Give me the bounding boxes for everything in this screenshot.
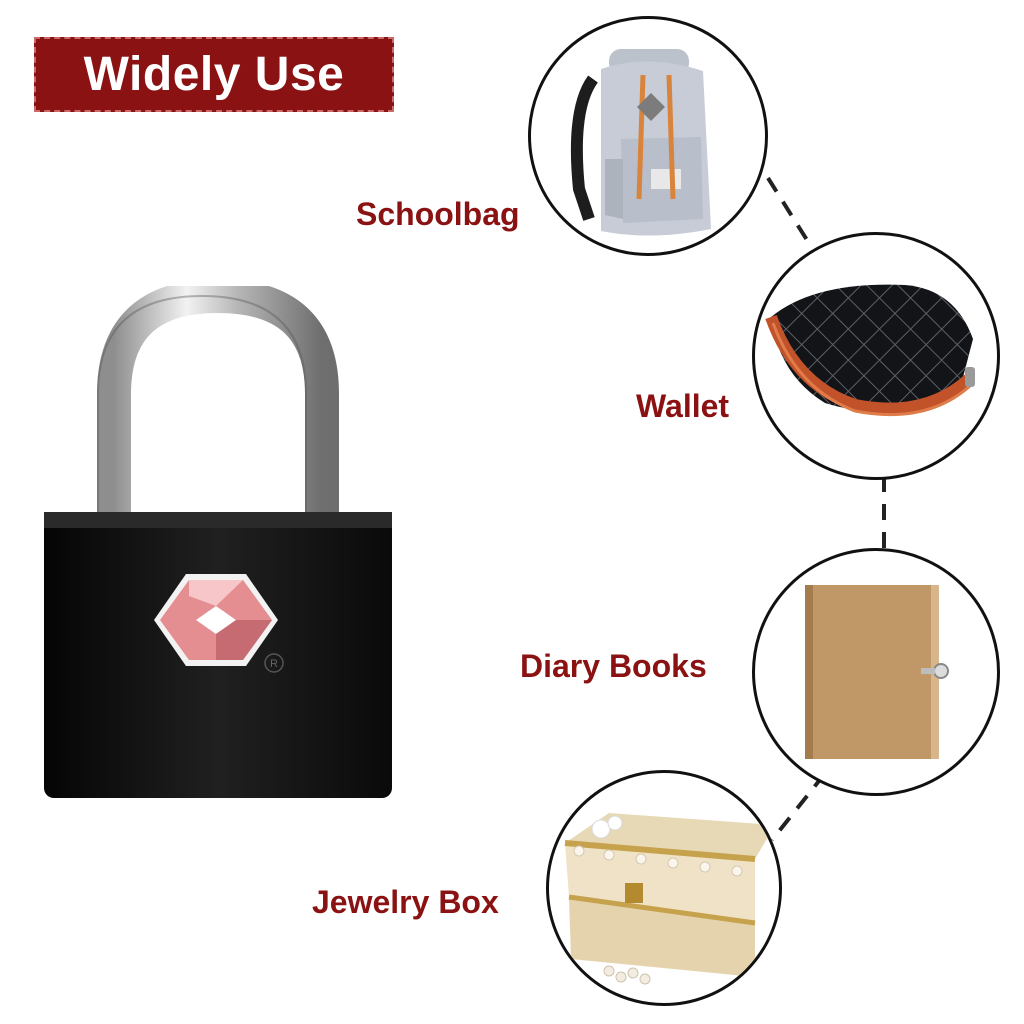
schoolbag-circle (528, 16, 768, 256)
item-label-schoolbag: Schoolbag (356, 196, 520, 232)
registered-mark: R (270, 658, 278, 670)
title-banner: Widely Use (34, 37, 394, 112)
backpack-icon (570, 49, 711, 236)
jewelry-box-icon (564, 813, 775, 985)
item-label-jewelry-box: Jewelry Box (312, 884, 499, 920)
item-label-diary-books: Diary Books (520, 648, 707, 684)
item-label-wallet: Wallet (636, 388, 730, 424)
padlock-icon: R (44, 286, 392, 798)
page-title: Widely Use (83, 48, 345, 101)
wallet-circle (752, 232, 1000, 480)
jewelry-box-circle (546, 770, 782, 1006)
notebook-icon (805, 585, 949, 759)
wallet-icon (765, 284, 975, 417)
diary-circle (752, 548, 1000, 796)
